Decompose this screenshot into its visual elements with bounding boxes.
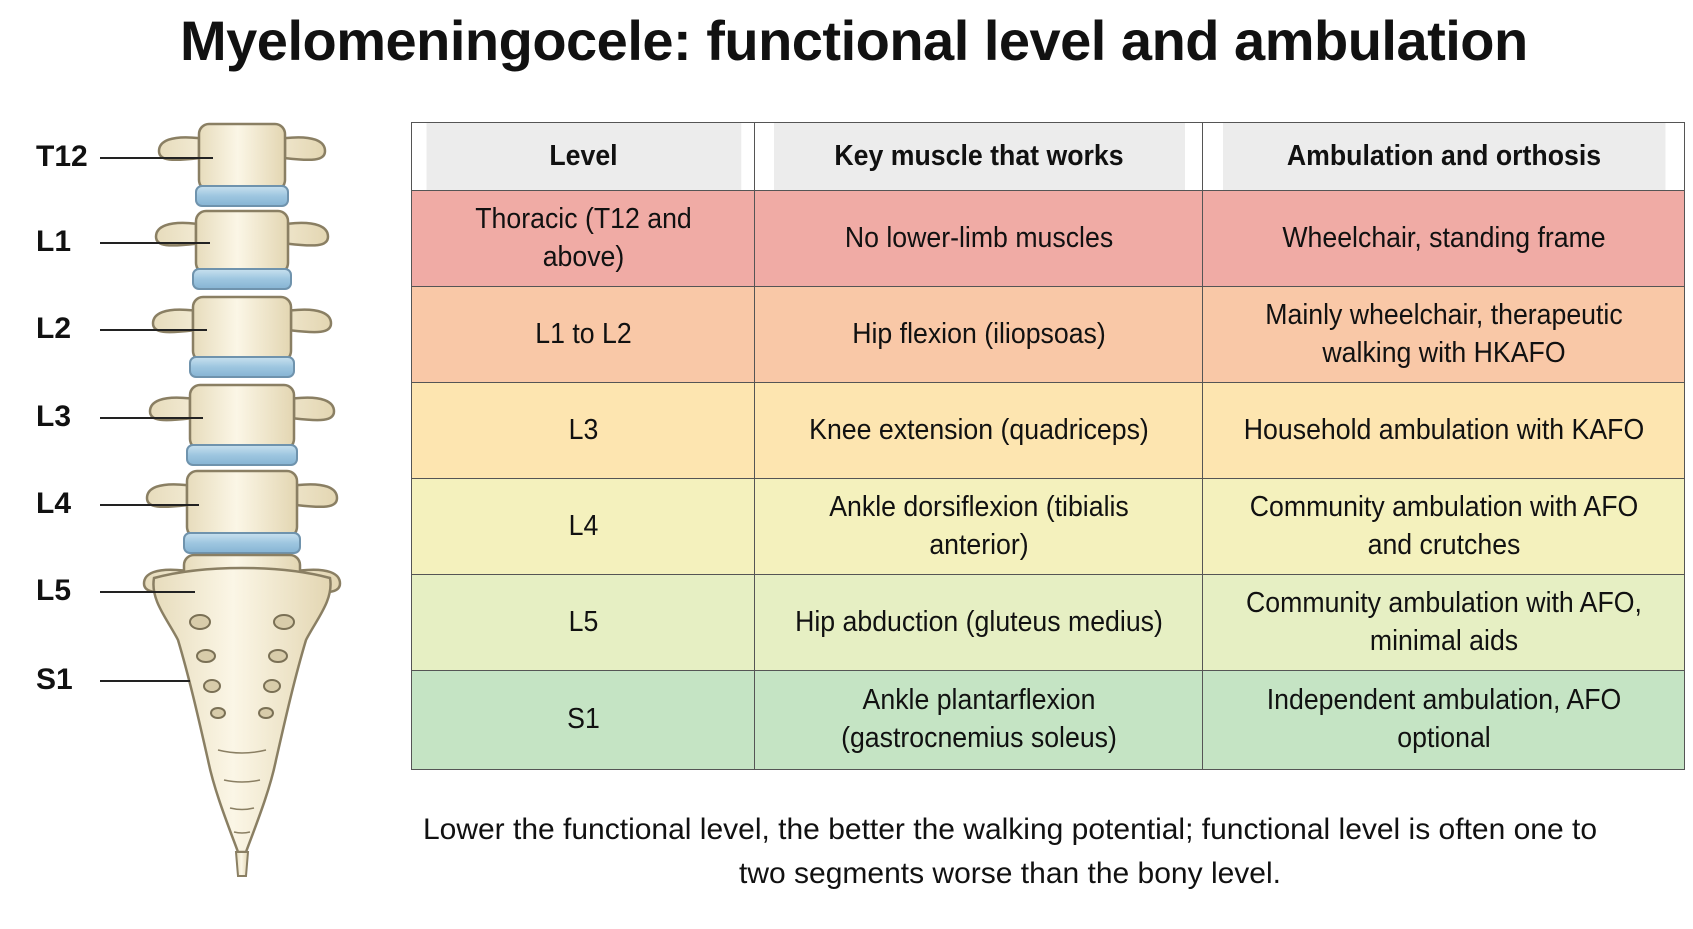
table-row: S1 Ankle plantarflexion (gastrocnemius so… bbox=[411, 670, 1685, 770]
spine-illustration bbox=[142, 122, 342, 877]
spine-label-l2: L2 bbox=[36, 312, 72, 345]
cell-muscle: Ankle plantarflexion (gastrocnemius sole… bbox=[771, 670, 1186, 770]
page-title: Myelomeningocele: functional level and a… bbox=[180, 9, 1528, 72]
vertebra-l1 bbox=[154, 209, 330, 275]
cell-level: L5 bbox=[424, 574, 742, 671]
cell-muscle: No lower-limb muscles bbox=[771, 190, 1186, 287]
intervertebral-disc bbox=[195, 185, 289, 207]
cell-muscle: Knee extension (quadriceps) bbox=[771, 382, 1186, 479]
spine-label-l5: L5 bbox=[36, 574, 72, 607]
cell-level: L3 bbox=[424, 382, 742, 479]
table-row: L3 Knee extension (quadriceps) Household a… bbox=[411, 382, 1685, 479]
table-row: L1 to L2 Hip flexion (iliopsoas) Mainly wh… bbox=[411, 286, 1685, 383]
footnote: Lower the functional level, the better t… bbox=[422, 813, 1598, 890]
intervertebral-disc bbox=[186, 444, 298, 466]
spine-label-s1: S1 bbox=[36, 663, 73, 696]
vertebra-l3 bbox=[148, 383, 336, 451]
cell-muscle: Hip flexion (iliopsoas) bbox=[771, 286, 1186, 383]
sacrum bbox=[152, 566, 332, 877]
leader-line bbox=[100, 417, 203, 419]
leader-line bbox=[100, 680, 190, 682]
cell-level: S1 bbox=[424, 670, 742, 770]
table-row: L4 Ankle dorsiflexion (tibialis anterior)… bbox=[411, 478, 1685, 575]
spine-label-l1: L1 bbox=[36, 225, 72, 258]
intervertebral-disc bbox=[189, 356, 295, 378]
table-row: Thoracic (T12 and above) No lower-limb mu… bbox=[411, 190, 1685, 287]
cell-muscle: Hip abduction (gluteus medius) bbox=[771, 574, 1186, 671]
leader-line bbox=[100, 591, 195, 593]
table-row: L5 Hip abduction (gluteus medius) Communit… bbox=[411, 574, 1685, 671]
cell-level: L4 bbox=[424, 478, 742, 575]
vertebra-t12 bbox=[157, 122, 327, 192]
spine-label-l4: L4 bbox=[36, 487, 72, 520]
intervertebral-disc bbox=[192, 268, 292, 290]
leader-line bbox=[100, 504, 199, 506]
cell-level: L1 to L2 bbox=[424, 286, 742, 383]
leader-line bbox=[100, 329, 207, 331]
cell-ambulation: Mainly wheelchair, therapeutic walking w… bbox=[1221, 286, 1666, 383]
cell-ambulation: Community ambulation with AFO and crutch… bbox=[1221, 478, 1666, 575]
leader-line bbox=[100, 242, 210, 244]
cell-muscle: Ankle dorsiflexion (tibialis anterior) bbox=[771, 478, 1186, 575]
cell-ambulation: Community ambulation with AFO, minimal a… bbox=[1221, 574, 1666, 671]
spine-label-l3: L3 bbox=[36, 400, 72, 433]
header-level: Level bbox=[424, 122, 742, 191]
header-key-muscle: Key muscle that works bbox=[771, 122, 1186, 191]
leader-line bbox=[100, 157, 213, 159]
functional-level-table: Level Key muscle that works Ambulation a… bbox=[411, 122, 1685, 770]
cell-ambulation: Independent ambulation, AFO optional bbox=[1221, 670, 1666, 770]
intervertebral-disc bbox=[183, 532, 301, 554]
table-header-row: Level Key muscle that works Ambulation a… bbox=[412, 122, 1685, 191]
spine-label-t12: T12 bbox=[36, 140, 88, 173]
header-ambulation: Ambulation and orthosis bbox=[1221, 122, 1666, 191]
cell-ambulation: Household ambulation with KAFO bbox=[1221, 382, 1666, 479]
cell-ambulation: Wheelchair, standing frame bbox=[1221, 190, 1666, 287]
cell-level: Thoracic (T12 and above) bbox=[424, 190, 742, 287]
